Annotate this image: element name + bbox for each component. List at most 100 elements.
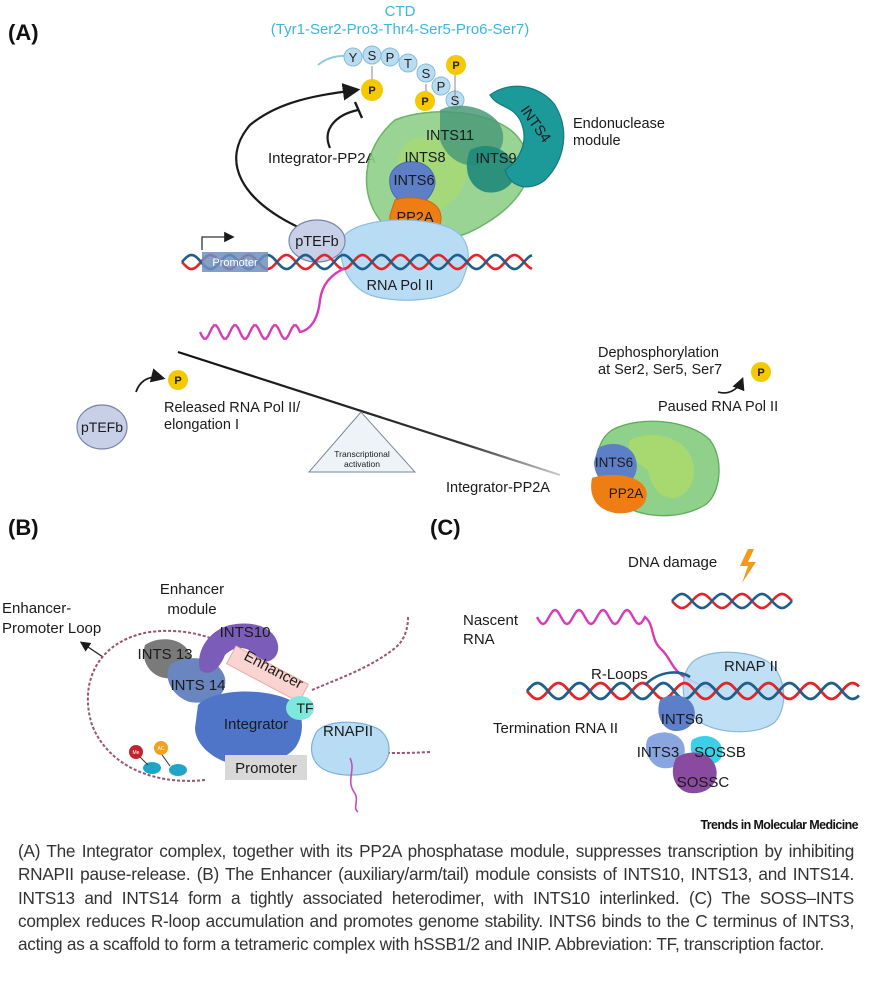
ints3-shape (645, 732, 685, 769)
integrator-shape (195, 691, 302, 766)
phosphate-label: P (174, 375, 181, 387)
enhancer-module-label: Enhancer (160, 581, 224, 598)
phosphate-icon (361, 79, 383, 101)
integrator-pp2a-bottom-label: Integrator-PP2A (446, 480, 550, 496)
integrator-pp2a-label: Integrator-PP2A (268, 150, 376, 167)
phosphate-label: P (757, 367, 764, 379)
phosphate-icon (415, 91, 435, 111)
ctd-residue-label: P (437, 79, 446, 94)
dephosphorylation-label: Dephosphorylation (598, 345, 719, 361)
ctd-sequence: (Tyr1-Ser2-Pro3-Thr4-Ser5-Pro6-Ser7) (271, 21, 529, 38)
ints4-shape (489, 85, 565, 188)
sossc-shape (672, 752, 717, 794)
mark-stem (139, 756, 149, 766)
loop-label: Enhancer- (2, 600, 71, 617)
ptefb-left-label: pTEFb (81, 419, 123, 435)
phosphate-label: P (421, 96, 428, 108)
rnapii-label: RNAPII (323, 723, 373, 740)
journal-name: Trends in Molecular Medicine (700, 818, 858, 832)
nucleosome-icon (143, 762, 161, 774)
activation-label: activation (344, 459, 380, 469)
pp2a-bottom-shape (591, 474, 647, 514)
rna-strand-b (349, 757, 359, 813)
tss-arrow (201, 231, 235, 250)
loop-arrow (79, 641, 104, 658)
rnapii-shape (311, 721, 390, 776)
phospho-marker: P (751, 362, 771, 382)
paused-label: Paused RNA Pol II (658, 399, 778, 415)
pp2a-bottom-label: PP2A (609, 486, 644, 501)
ctd-residue-label: Y (349, 50, 358, 65)
ctd-residue-label: S (368, 48, 377, 63)
dephosphorylation-sites: at Ser2, Ser5, Ser7 (598, 362, 722, 378)
elongation-label: elongation I (164, 417, 239, 433)
r-loops-label: R-Loops (591, 666, 648, 683)
promoter-label-b: Promoter (235, 760, 297, 777)
promoter-box-b (225, 755, 307, 780)
dna-damage-label: DNA damage (628, 554, 717, 571)
ints6-bottom-label: INTS6 (595, 455, 633, 470)
dna-strand-blue (525, 681, 860, 701)
ctd-residue-label: S (422, 66, 431, 81)
figure-caption: (A) The Integrator complex, together wit… (18, 841, 854, 955)
phosphate-label: P (368, 85, 375, 97)
nascent-rna-c (535, 608, 721, 690)
nascent-rna (198, 266, 346, 340)
released-label: Released RNA Pol II/ (164, 400, 301, 416)
rna-pol-ii-shape (340, 219, 469, 301)
seesaw-beam (177, 350, 561, 477)
acetylation-mark-icon (154, 741, 168, 755)
dna-double-helix-c (525, 681, 860, 701)
nascent-label-line2: RNA (463, 631, 495, 648)
rna-pol-ii-label: RNA Pol II (367, 278, 434, 294)
ints6-label: INTS6 (393, 173, 434, 189)
ctd-residue-label: S (451, 93, 460, 108)
ints3-label: INTS3 (637, 744, 680, 761)
nascent-label: Nascent (463, 612, 519, 629)
phosphate-icon (751, 362, 771, 382)
tf-shape (286, 696, 314, 720)
endonuclease-label-line2: module (573, 133, 621, 149)
ac-label: AC (158, 746, 165, 752)
enhancer-module-label-line2: module (167, 601, 216, 618)
enhancer-bar (225, 645, 310, 703)
phosphate-label: P (452, 60, 459, 72)
termination-label: Termination RNA II (493, 720, 618, 737)
inhibition-bar (353, 101, 364, 119)
ctd-residue-bead (398, 53, 418, 73)
panel-c-label: (C) (430, 515, 461, 540)
endonuclease-label: Endonuclease (573, 116, 665, 132)
dephosphorylation-arrow (717, 377, 745, 394)
ctd-tail-line (317, 54, 349, 66)
ints9-shape (466, 146, 516, 193)
integrator-label: Integrator (224, 716, 288, 733)
methylation-mark-icon (129, 745, 143, 759)
phospho-markers: PPP (361, 55, 466, 111)
tf-label: TF (296, 700, 313, 716)
ptefb-label: pTEFb (295, 234, 339, 250)
ints10-label: INTS10 (220, 624, 271, 641)
damaged-dna-helix (671, 592, 793, 610)
integrator-inner-shape (629, 435, 695, 499)
promoter-label: Promoter (212, 257, 258, 269)
loop-label-line2: Promoter Loop (2, 620, 101, 637)
transcriptional-label: Transcriptional (334, 449, 390, 459)
ints6-c-shape (658, 695, 695, 732)
me-label: Me (133, 750, 140, 756)
ints13-label: INTS 13 (137, 646, 192, 663)
ints10-shape (199, 623, 279, 673)
seesaw-fulcrum (307, 411, 417, 473)
sossc-label: SOSSC (677, 774, 730, 791)
ptefb-left-shape (76, 404, 128, 450)
ctd-residue-label: P (386, 50, 395, 65)
ints9-label: INTS9 (475, 151, 516, 167)
inhibition-line (326, 108, 359, 149)
dna-strand-red (525, 681, 860, 701)
ctd-residue-bead (380, 47, 400, 67)
rnap-ii-label: RNAP II (724, 658, 778, 675)
sossb-label: SOSSB (694, 744, 746, 761)
ints6-c-label: INTS6 (661, 711, 704, 728)
phosphate-icon (446, 55, 466, 75)
phosphate-icon (168, 370, 188, 390)
dna-strand-blue (671, 592, 793, 610)
